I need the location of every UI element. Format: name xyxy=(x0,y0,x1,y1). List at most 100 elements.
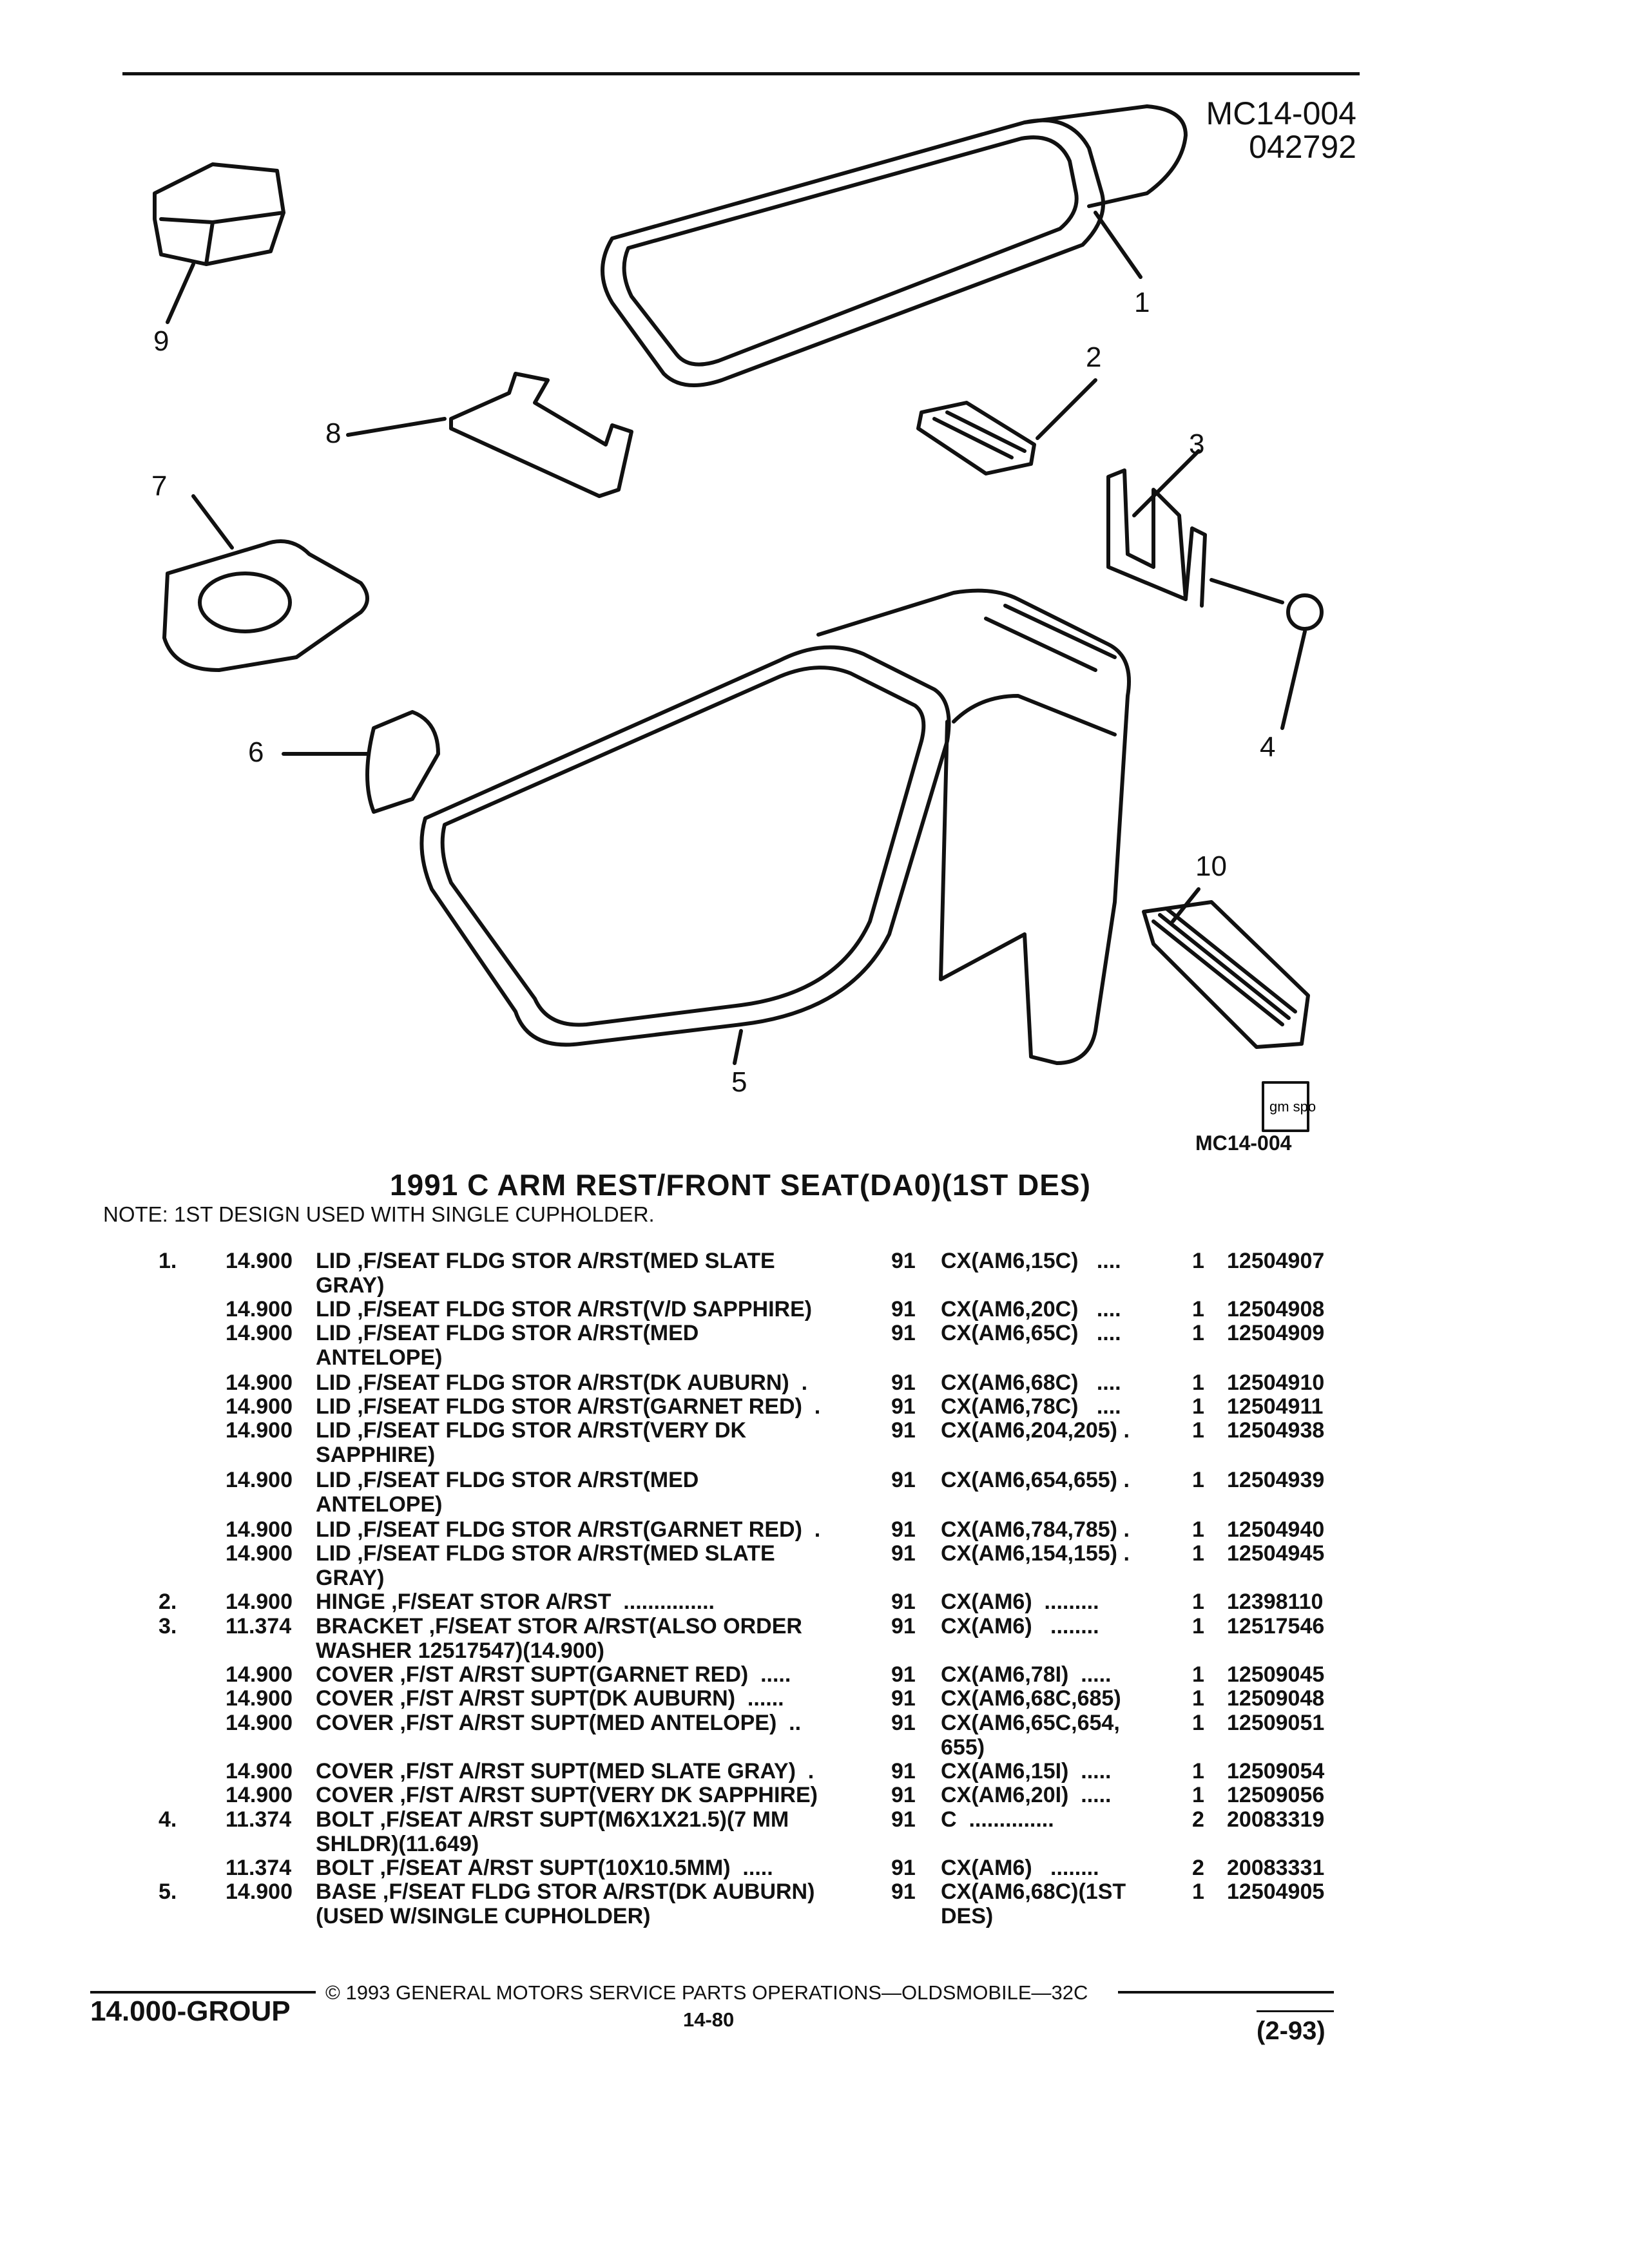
part-row-part: 12517546 xyxy=(1227,1614,1325,1639)
part-row-year: 91 xyxy=(891,1614,916,1639)
footer-rule-left xyxy=(90,1991,316,1994)
part-row-part: 12509048 xyxy=(1227,1686,1325,1711)
part-row-usage: CX(AM6) ........ xyxy=(941,1856,1099,1880)
part-row-part: 12509045 xyxy=(1227,1662,1325,1687)
part-row-usage: CX(AM6) ......... xyxy=(941,1590,1099,1614)
part-row-year: 91 xyxy=(891,1394,916,1419)
part-row-qty: 1 xyxy=(1192,1321,1204,1345)
part-row-desc: COVER ,F/ST A/RST SUPT(VERY DK SAPPHIRE) xyxy=(316,1783,818,1807)
part-row-qty: 1 xyxy=(1192,1517,1204,1542)
bracket-part-8 xyxy=(346,372,633,498)
part-row-usage: CX(AM6,154,155) . xyxy=(941,1541,1130,1566)
bracket-part-3 xyxy=(1106,449,1207,608)
part-row-usage: CX(AM6,20C) .... xyxy=(941,1297,1121,1321)
part-row-qty: 2 xyxy=(1192,1807,1204,1832)
callout-4: 4 xyxy=(1260,731,1276,763)
part-row-qty: 1 xyxy=(1192,1541,1204,1566)
part-row-desc: BASE ,F/SEAT FLDG STOR A/RST(DK AUBURN) … xyxy=(316,1879,815,1928)
part-row-year: 91 xyxy=(891,1418,916,1443)
part-row-qty: 1 xyxy=(1192,1614,1204,1639)
part-row-year: 91 xyxy=(891,1783,916,1807)
part-row-qty: 1 xyxy=(1192,1418,1204,1443)
part-row-part: 20083319 xyxy=(1227,1807,1325,1832)
part-row-usage: CX(AM6,68C,685) xyxy=(941,1686,1121,1711)
part-row-desc: BOLT ,F/SEAT A/RST SUPT(M6X1X21.5)(7 MM … xyxy=(316,1807,789,1856)
part-row-desc: LID ,F/SEAT FLDG STOR A/RST(V/D SAPPHIRE… xyxy=(316,1297,813,1321)
part-row-desc: LID ,F/SEAT FLDG STOR A/RST(MED SLATE GR… xyxy=(316,1249,775,1298)
footer-page-number: 14-80 xyxy=(683,2008,735,2031)
part-row-qty: 1 xyxy=(1192,1879,1204,1904)
callout-1: 1 xyxy=(1134,287,1150,318)
part-row-desc: COVER ,F/ST A/RST SUPT(DK AUBURN) ...... xyxy=(316,1686,784,1711)
part-row-year: 91 xyxy=(891,1517,916,1542)
part-row-part: 12509054 xyxy=(1227,1759,1325,1783)
part-row-desc: HINGE ,F/SEAT STOR A/RST ............... xyxy=(316,1590,715,1614)
part-row-year: 91 xyxy=(891,1879,916,1904)
callout-10: 10 xyxy=(1195,850,1227,882)
part-row-usage: CX(AM6,654,655) . xyxy=(941,1468,1130,1492)
part-row-part: 12504910 xyxy=(1227,1370,1325,1395)
clip-part-9 xyxy=(153,162,285,324)
part-row-usage: CX(AM6,15C) .... xyxy=(941,1249,1121,1273)
part-row-usage: CX(AM6,65C) .... xyxy=(941,1321,1121,1345)
part-row-group: 11.374 xyxy=(226,1807,292,1832)
part-row-group: 14.900 xyxy=(226,1297,293,1321)
part-row-ref: 2. xyxy=(159,1590,177,1614)
part-row-year: 91 xyxy=(891,1662,916,1687)
callout-6: 6 xyxy=(248,736,264,768)
part-row-year: 91 xyxy=(891,1249,916,1273)
part-row-usage: CX(AM6,78I) ..... xyxy=(941,1662,1112,1687)
part-row-qty: 1 xyxy=(1192,1686,1204,1711)
part-row-desc: BOLT ,F/SEAT A/RST SUPT(10X10.5MM) ..... xyxy=(316,1856,773,1880)
part-row-part: 12504940 xyxy=(1227,1517,1325,1542)
part-row-desc: COVER ,F/ST A/RST SUPT(MED ANTELOPE) .. xyxy=(316,1711,802,1735)
part-row-group: 14.900 xyxy=(226,1394,293,1419)
part-row-ref: 5. xyxy=(159,1879,177,1904)
part-row-usage: CX(AM6,68C) .... xyxy=(941,1370,1121,1395)
part-row-usage: CX(AM6,20I) ..... xyxy=(941,1783,1112,1807)
part-row-part: 12504905 xyxy=(1227,1879,1325,1904)
part-row-group: 14.900 xyxy=(226,1418,293,1443)
top-rule xyxy=(122,72,1360,75)
part-row-year: 91 xyxy=(891,1711,916,1735)
part-row-ref: 3. xyxy=(159,1614,177,1639)
part-row-group: 14.900 xyxy=(226,1783,293,1807)
part-row-group: 14.900 xyxy=(226,1541,293,1566)
part-row-ref: 4. xyxy=(159,1807,177,1832)
callout-5: 5 xyxy=(731,1066,747,1098)
trim-part-10 xyxy=(1142,887,1310,1049)
part-row-year: 91 xyxy=(891,1297,916,1321)
part-row-group: 11.374 xyxy=(226,1614,292,1639)
bolt-part-4 xyxy=(1210,578,1324,730)
part-row-year: 91 xyxy=(891,1590,916,1614)
part-row-part: 12504911 xyxy=(1227,1394,1324,1419)
part-row-desc: BRACKET ,F/SEAT STOR A/RST(ALSO ORDER WA… xyxy=(316,1614,802,1663)
part-row-usage: C .............. xyxy=(941,1807,1054,1832)
lid-part-1 xyxy=(601,104,1188,387)
part-row-usage: CX(AM6,68C)(1ST DES) xyxy=(941,1879,1126,1928)
cupholder-part-7 xyxy=(162,494,369,672)
part-row-group: 14.900 xyxy=(226,1321,293,1345)
part-row-usage: CX(AM6,78C) .... xyxy=(941,1394,1121,1419)
part-row-part: 12398110 xyxy=(1227,1590,1324,1614)
catalog-title: 1991 C ARM REST/FRONT SEAT(DA0)(1ST DES) xyxy=(390,1168,1091,1202)
callout-2: 2 xyxy=(1086,341,1102,373)
part-row-desc: LID ,F/SEAT FLDG STOR A/RST(MED SLATE GR… xyxy=(316,1541,775,1590)
part-row-qty: 1 xyxy=(1192,1249,1204,1273)
callout-7: 7 xyxy=(151,470,168,502)
part-row-ref: 1. xyxy=(159,1249,177,1273)
part-row-group: 11.374 xyxy=(226,1856,292,1880)
part-row-desc: COVER ,F/ST A/RST SUPT(MED SLATE GRAY) . xyxy=(316,1759,815,1783)
part-row-part: 12504945 xyxy=(1227,1541,1325,1566)
part-row-qty: 1 xyxy=(1192,1394,1204,1419)
part-row-usage: CX(AM6,65C,654, 655) xyxy=(941,1711,1120,1760)
part-row-part: 12504908 xyxy=(1227,1297,1325,1321)
part-row-part: 12509051 xyxy=(1227,1711,1325,1735)
part-row-qty: 1 xyxy=(1192,1370,1204,1395)
part-row-qty: 1 xyxy=(1192,1468,1204,1492)
part-row-year: 91 xyxy=(891,1686,916,1711)
part-row-group: 14.900 xyxy=(226,1517,293,1542)
part-row-desc: LID ,F/SEAT FLDG STOR A/RST(VERY DK SAPP… xyxy=(316,1418,747,1467)
part-row-year: 91 xyxy=(891,1468,916,1492)
part-row-year: 91 xyxy=(891,1370,916,1395)
